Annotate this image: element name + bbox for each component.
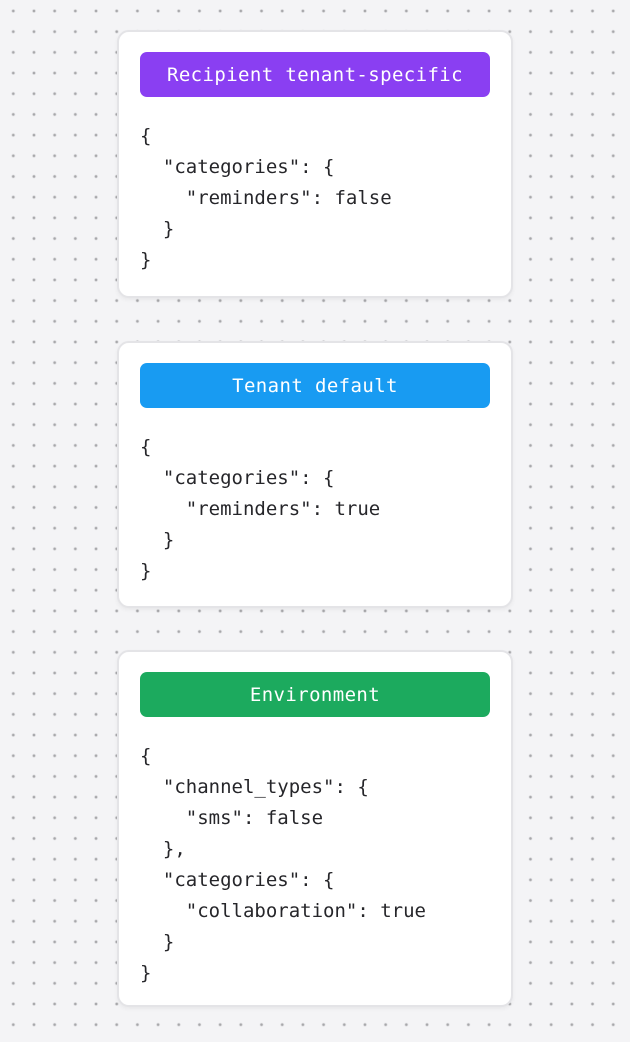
code-snippet-recipient-tenant-specific: { "categories": { "reminders": false } }: [140, 125, 392, 271]
card-tenant-default: Tenant default { "categories": { "remind…: [117, 341, 513, 608]
code-snippet-environment: { "channel_types": { "sms": false }, "ca…: [140, 745, 426, 984]
badge-environment: Environment: [140, 672, 490, 717]
code-snippet-tenant-default: { "categories": { "reminders": true } }: [140, 436, 381, 582]
card-recipient-tenant-specific: Recipient tenant-specific { "categories"…: [117, 30, 513, 298]
card-environment: Environment { "channel_types": { "sms": …: [117, 650, 513, 1007]
badge-recipient-tenant-specific: Recipient tenant-specific: [140, 52, 490, 97]
badge-tenant-default: Tenant default: [140, 363, 490, 408]
